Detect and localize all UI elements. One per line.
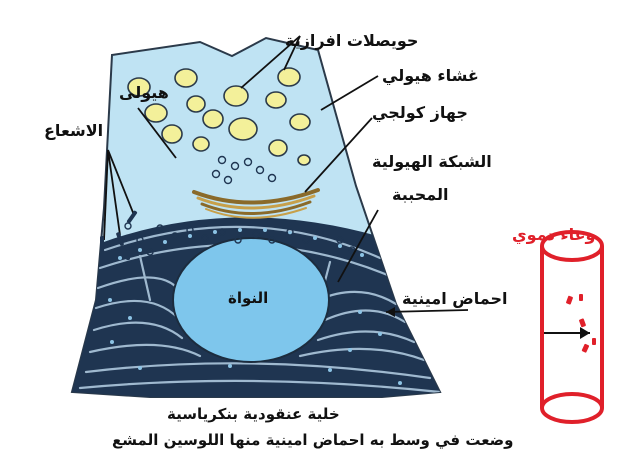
label-nucleus: النواة [228, 290, 268, 307]
label-rough-er-line2: المحببة [392, 186, 449, 204]
label-secretory-vesicles: حويصلات افرازية [285, 32, 418, 50]
blood-vessel [542, 232, 602, 422]
label-blood-vessel: وعاء دموي [512, 226, 595, 244]
label-golgi-apparatus: جهاز كولجي [372, 104, 468, 122]
label-amino-acids: احماض امينية [400, 290, 510, 308]
amino-acid-arrow-right [580, 327, 590, 339]
label-plasma-membrane: غشاء هيولي [382, 67, 479, 85]
label-radioactivity: الاشعاع [44, 122, 103, 140]
label-cytoplasm: هيولى [119, 84, 169, 102]
label-rough-er-line1: الشبكة الهيولية [372, 153, 492, 171]
caption-line1: خلية عنقودية بنكرياسية [167, 406, 340, 423]
amino-acid-particles [566, 294, 596, 353]
caption-line2: وضعت في وسط به احماض امينية منها اللوسين… [112, 432, 513, 449]
